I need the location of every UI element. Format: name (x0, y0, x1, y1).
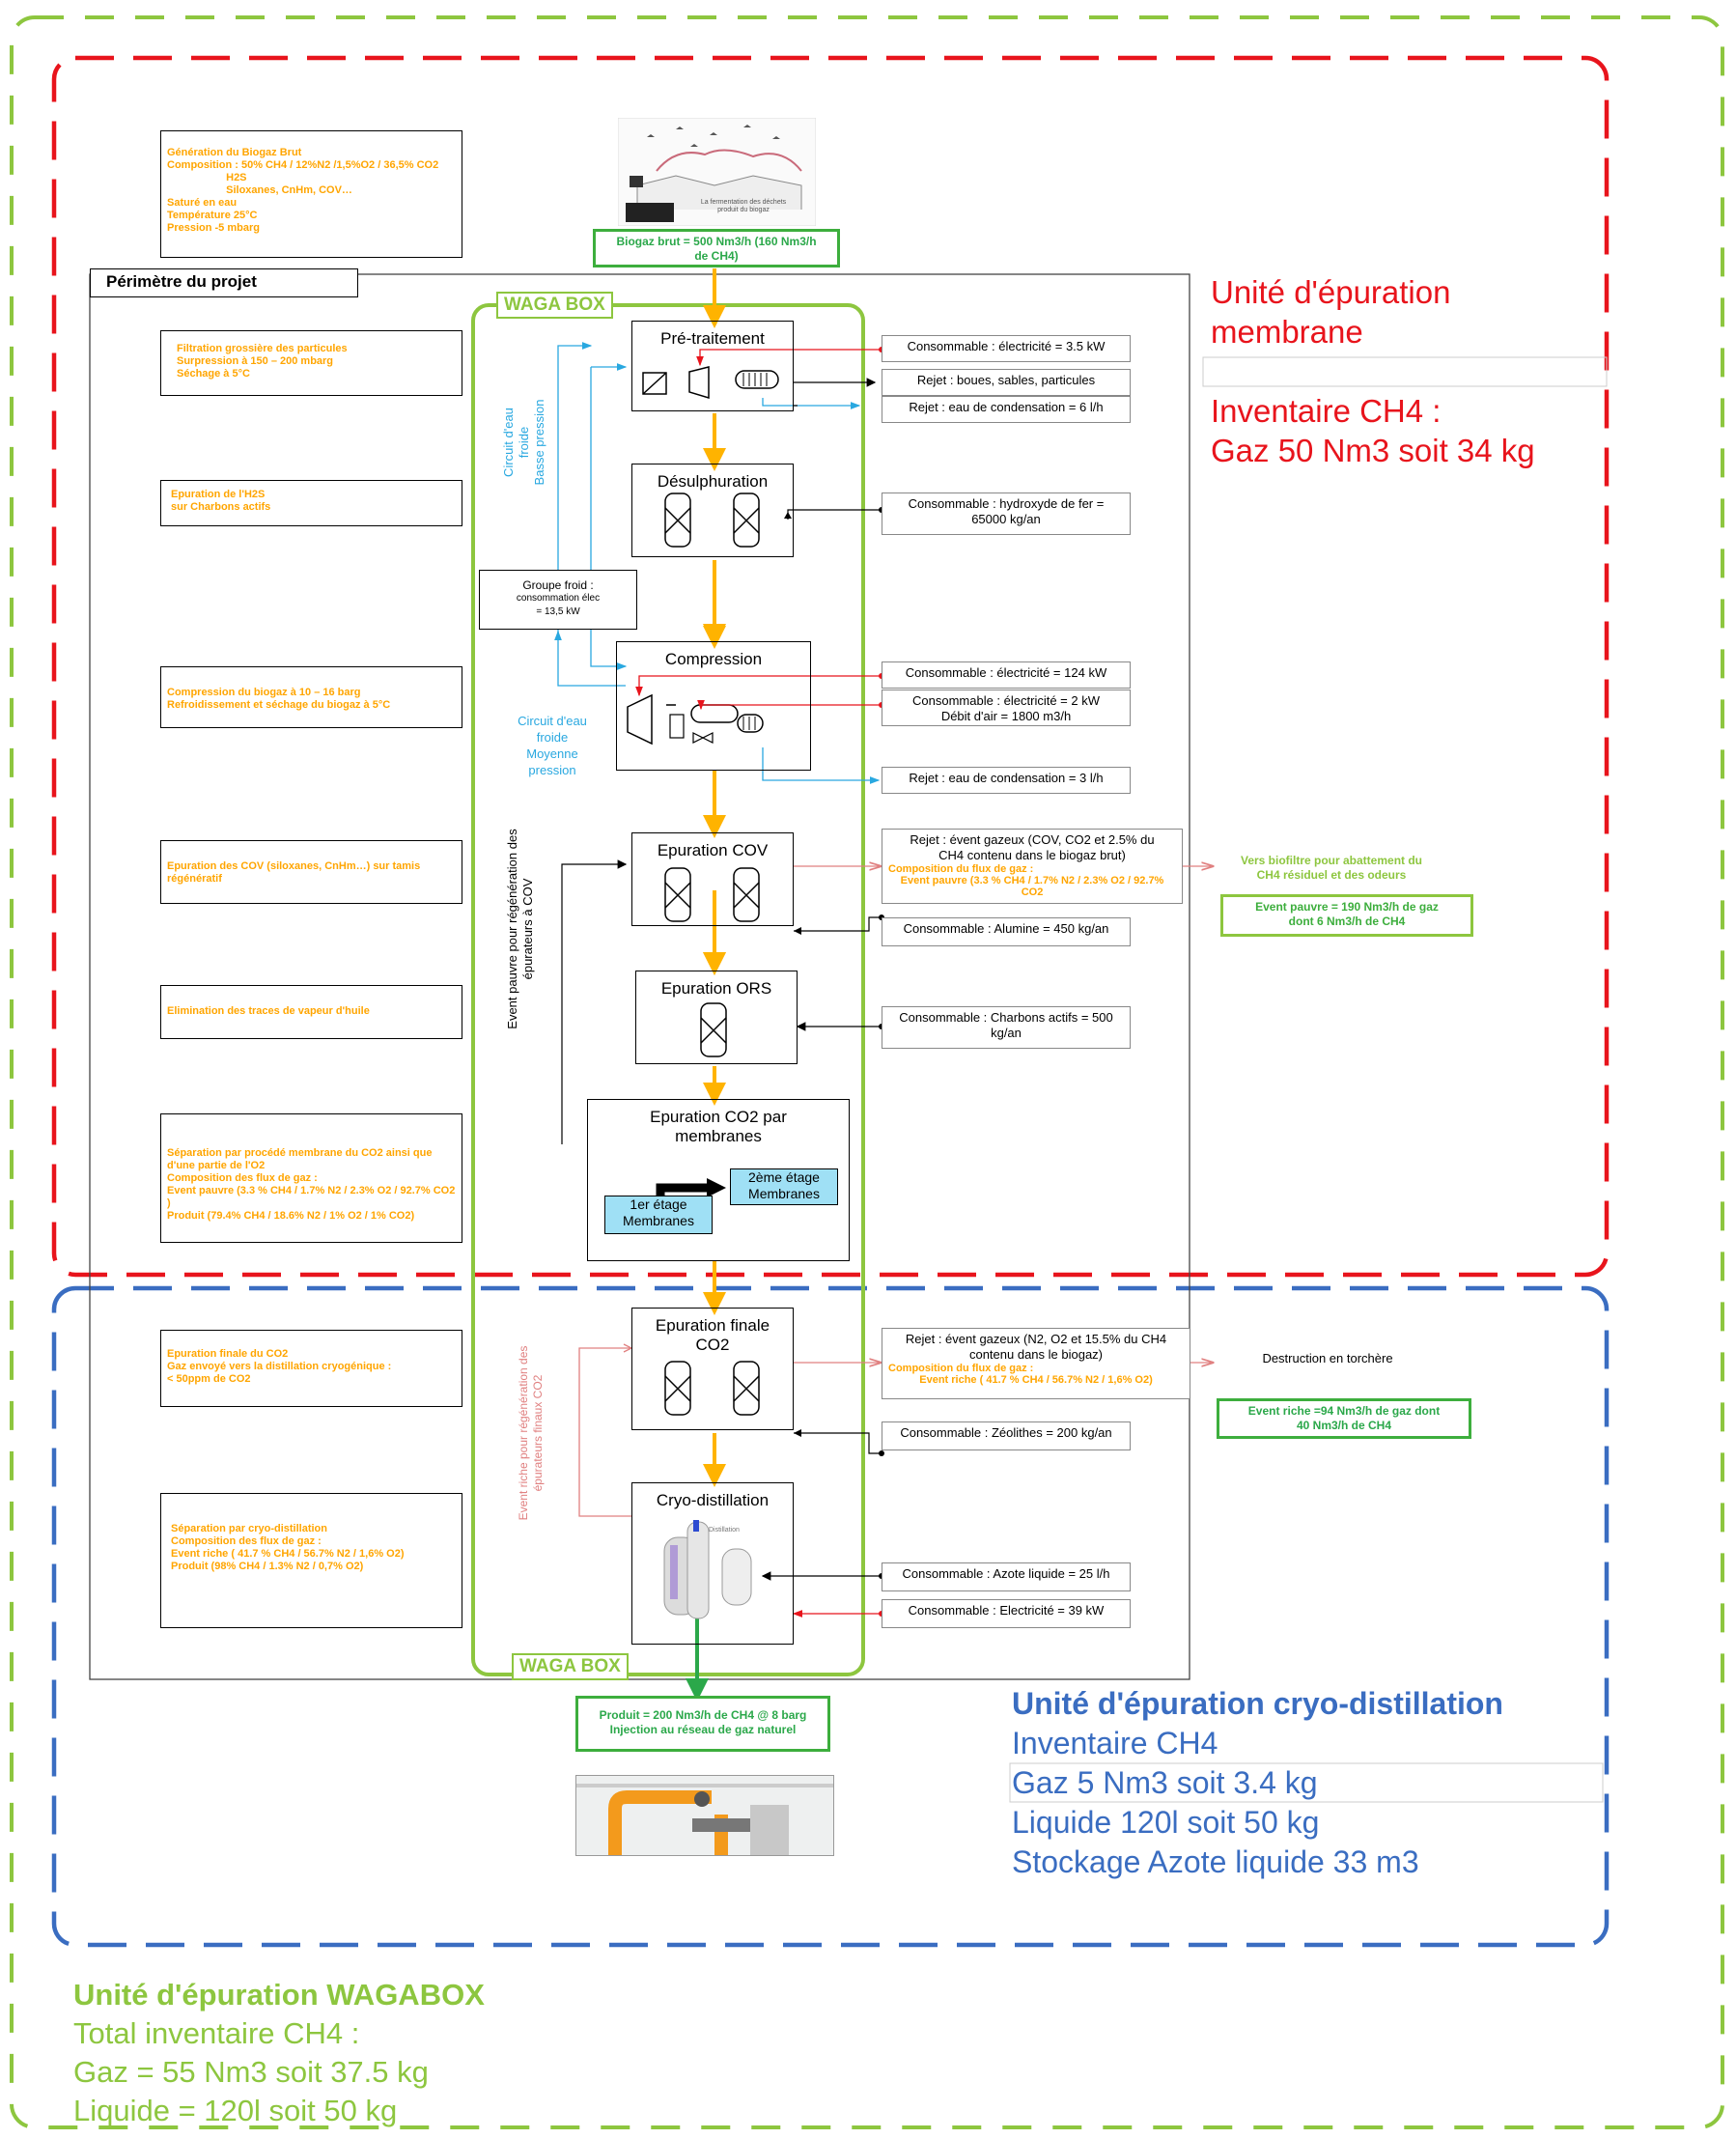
membrane-unit-title: Unité d'épuration membrane (1211, 272, 1450, 352)
consommable-alumine: Consommable : Alumine = 450 kg/an (882, 917, 1131, 946)
consommable-hydroxyde-fer: Consommable : hydroxyde de fer =65000 kg… (882, 493, 1131, 535)
wagabox-unit-summary: Unité d'épuration WAGABOX Total inventai… (73, 1976, 485, 2130)
membrane-unit-inventory: Inventaire CH4 : Gaz 50 Nm3 soit 34 kg (1211, 391, 1535, 470)
gas-injection-illustration (575, 1775, 834, 1856)
destruction-torchere-label: Destruction en torchère (1236, 1352, 1419, 1365)
consommable-electricite-compression: Consommable : électricité = 124 kW (882, 661, 1131, 689)
rejet-eau-condensation-1: Rejet : eau de condensation = 6 l/h (882, 396, 1131, 423)
rejet-event-gazeux-final: Rejet : évent gazeux (N2, O2 et 15.5% du… (882, 1328, 1190, 1399)
waga-box-label-bottom: WAGA BOX (512, 1653, 629, 1680)
cryo-unit-summary: Unité d'épuration cryo-distillation Inve… (1012, 1684, 1503, 1882)
stage-compression: Compression (616, 641, 811, 771)
note-cov: Epuration des COV (siloxanes, CnHm…) sur… (160, 840, 462, 904)
note-membrane-separation: Séparation par procédé membrane du CO2 a… (160, 1113, 462, 1243)
waga-box-label-top: WAGA BOX (496, 292, 613, 319)
groupe-froid-box: Groupe froid : consommation élec = 13,5 … (479, 570, 637, 630)
membrane-second-stage: 2ème étage Membranes (730, 1168, 838, 1205)
consommable-electricite-cryo: Consommable : Electricité = 39 kW (882, 1599, 1131, 1628)
stage-pretraitement: Pré-traitement (631, 321, 794, 411)
stage-epuration-ors: Epuration ORS (635, 971, 798, 1064)
stage-epuration-cov: Epuration COV (631, 832, 794, 926)
consommable-electricite-pretraitement: Consommable : électricité = 3.5 kW (882, 335, 1131, 362)
membrane-first-stage: 1er étage Membranes (604, 1196, 713, 1234)
stage-epuration-finale-co2: Epuration finale CO2 (631, 1308, 794, 1430)
consommable-zeolithes: Consommable : Zéolithes = 200 kg/an (882, 1421, 1131, 1450)
svg-text:Distillation: Distillation (709, 1527, 740, 1534)
stage-desulphuration: Désulphuration (631, 464, 794, 557)
cryo-distillation-illustration: Distillation (660, 1520, 767, 1626)
rejet-boues: Rejet : boues, sables, particules (882, 369, 1131, 396)
rejet-event-gazeux-cov: Rejet : évent gazeux (COV, CO2 et 2.5% d… (882, 829, 1183, 904)
rejet-eau-condensation-2: Rejet : eau de condensation = 3 l/h (882, 767, 1131, 794)
project-perimeter-title: Périmètre du projet (90, 268, 358, 297)
consommable-azote-liquide: Consommable : Azote liquide = 25 l/h (882, 1562, 1131, 1591)
note-oil-vapor: Elimination des traces de vapeur d'huile (160, 985, 462, 1039)
